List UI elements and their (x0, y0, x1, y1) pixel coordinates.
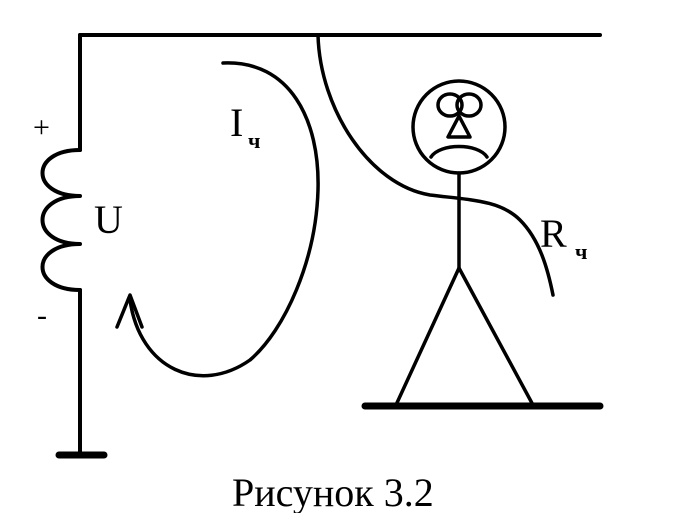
person-frown-mouth (429, 144, 489, 159)
current-path-loop (128, 61, 320, 378)
current-subscript: ч (248, 128, 260, 153)
plus-sign-label: + (33, 111, 50, 144)
person-right-eye (455, 92, 483, 118)
person-figure (394, 79, 535, 407)
person-nose (446, 114, 472, 139)
current-arrow-head (115, 293, 144, 329)
person-legs (394, 266, 535, 407)
voltage-label: U (94, 197, 123, 242)
source-coil (40, 148, 82, 292)
current-label: I (230, 100, 243, 145)
figure-caption: Рисунок 3.2 (232, 470, 434, 513)
resistance-subscript: ч (575, 239, 587, 264)
minus-sign-label: - (37, 299, 47, 332)
resistance-label: R (540, 211, 567, 256)
person-head (411, 79, 507, 175)
contact-wire (316, 33, 555, 297)
person-left-eye (436, 92, 464, 118)
